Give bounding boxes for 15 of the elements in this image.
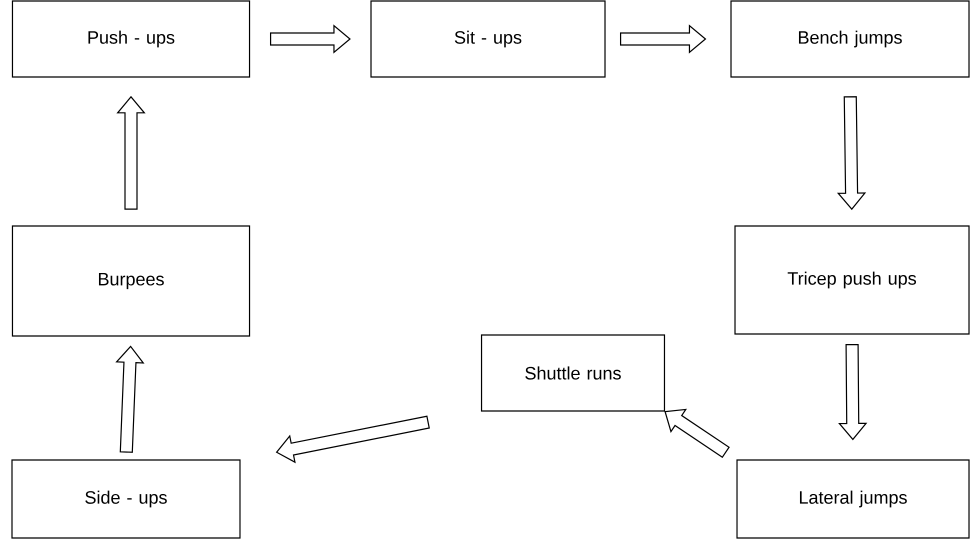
exercise-box: Lateral jumps xyxy=(736,459,970,539)
block-arrow xyxy=(116,96,146,210)
block-arrow xyxy=(276,416,430,464)
exercise-box: Side - ups xyxy=(11,459,241,539)
block-arrow xyxy=(836,96,866,210)
exercise-box: Tricep push ups xyxy=(734,225,970,335)
exercise-box: Sit - ups xyxy=(370,0,606,78)
exercise-box: Bench jumps xyxy=(730,0,970,78)
block-arrow xyxy=(270,24,351,54)
block-arrow xyxy=(838,344,868,440)
block-arrow xyxy=(115,346,145,453)
exercise-box: Push - ups xyxy=(12,0,250,78)
exercise-box: Shuttle runs xyxy=(480,334,666,412)
block-arrow xyxy=(620,24,706,54)
exercise-box: Burpees xyxy=(12,225,250,337)
